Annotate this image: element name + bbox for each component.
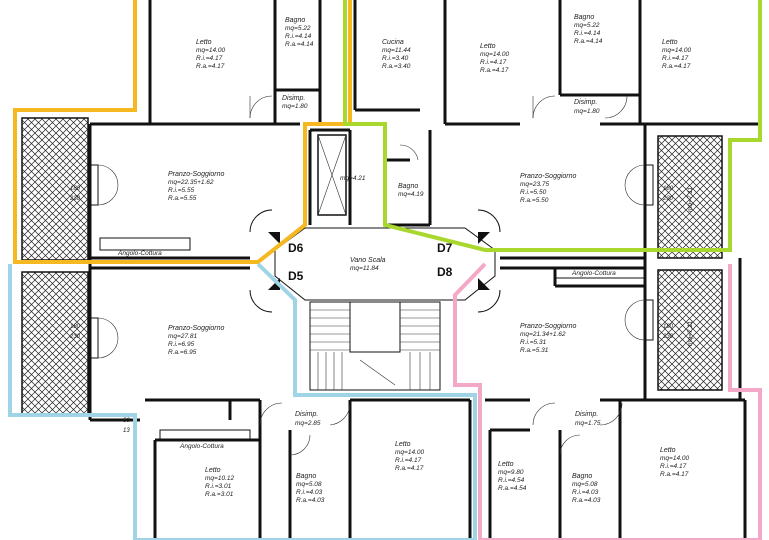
balcony-bottom-right [657,269,723,391]
room-pranzo-br: Pranzo-Soggiorno mq=21.34+1.62 R.i.=5.31… [520,315,581,354]
svg-text:230: 230 [662,334,674,340]
room-vano-scala: Vano Scala mq=11.84 [350,249,390,272]
svg-text:230: 230 [69,334,81,340]
lift [317,134,347,216]
apartment-outline-d6 [13,0,352,264]
apartment-outline-d5 [8,262,477,540]
room-pranzo-bl: Pranzo-Soggiorno mq=27.81 R.i.=6.95 R.a.… [168,317,229,356]
counter-top-left [99,237,191,251]
door-code-d7: D7 [437,241,453,255]
room-disimp-br: Disimp. mq=1.75 [575,403,603,427]
door-code-d8: D8 [437,265,453,279]
svg-text:180: 180 [663,324,674,330]
label-angolo-cottura-tr: Angolo-Cottura [571,270,616,277]
room-bagno-tr: Bagno mq=5.22 R.i.=4.14 R.a.=4.14 [574,6,605,45]
apartment-outline-d8 [453,262,762,540]
svg-text:230: 230 [69,196,81,202]
room-cucina: Cucina mq=11.44 R.i.=3.40 R.a.=3.40 [382,31,415,70]
room-letto-tm: Letto mq=14.00 R.i.=4.17 R.a.=4.17 [480,35,514,74]
stair-steps [310,309,440,390]
label-balcony-tr: mq=7.11 [687,187,694,212]
room-pranzo-tr: Pranzo-Soggiorno mq=23.75 R.i.=5.50 R.a.… [520,165,581,204]
room-disimp-tr: Disimp. mq=1.80 [574,91,602,115]
room-letto-bm2: Letto mq=9.80 R.i.=4.54 R.a.=4.54 [498,453,529,492]
svg-text:180: 180 [70,324,81,330]
room-letto-br: Letto mq=14.00 R.i.=4.17 R.a.=4.17 [660,439,694,478]
svg-text:230: 230 [662,196,674,202]
room-bagno-c: Bagno mq=4.19 [398,175,424,198]
door-code-d6: D6 [288,241,304,255]
svg-text:80: 80 [123,418,130,424]
room-letto-tl: Letto mq=14.00 R.i.=4.17 R.a.=4.17 [196,31,230,70]
door-dimensions: 180 230 180 230 180 230 180 230 80 13 [69,186,674,434]
label-angolo-cottura-tl: Angolo-Cottura [117,250,162,257]
room-disimp-tl: Disimp. mq=1.80 [282,87,310,110]
svg-text:180: 180 [663,186,674,192]
label-balcony-br: mq=7.11 [687,321,694,346]
label-angolo-cottura-bl: Angolo-Cottura [179,443,224,450]
entry-doors [249,209,501,313]
balcony-top-right [657,135,723,259]
svg-text:180: 180 [70,186,81,192]
svg-text:13: 13 [123,428,130,434]
room-letto-bl: Letto mq=10.12 R.i.=3.01 R.a.=3.01 [205,459,239,498]
balcony-doors [89,164,654,359]
room-labels: Letto mq=14.00 R.i.=4.17 R.a.=4.17 Bagno… [168,6,696,504]
counter-bottom-left [159,429,251,441]
balcony-bottom-left [21,271,89,415]
counter-top-right [554,267,646,279]
room-bagno-br: Bagno mq=5.08 R.i.=4.03 R.a.=4.03 [572,465,603,504]
room-pranzo-tl: Pranzo-Soggiorno mq=22.35+1.62 R.i.=5.55… [168,163,229,202]
room-disimp-bl: Disimp. mq=2.85 [295,403,323,427]
room-lift-area: mq=4.21 [340,175,366,182]
room-letto-bm: Letto mq=14.00 R.i.=4.17 R.a.=4.17 [395,433,429,472]
balcony-top-left [21,117,89,261]
room-letto-tr: Letto mq=14.00 R.i.=4.17 R.a.=4.17 [662,31,696,70]
room-bagno-bl: Bagno mq=5.08 R.i.=4.03 R.a.=4.03 [296,465,327,504]
apartment-outline-d7 [343,0,762,252]
door-code-d5: D5 [288,269,304,283]
door-swings [249,95,628,456]
room-bagno-tl: Bagno mq=5.22 R.i.=4.14 R.a.=4.14 [285,9,316,48]
